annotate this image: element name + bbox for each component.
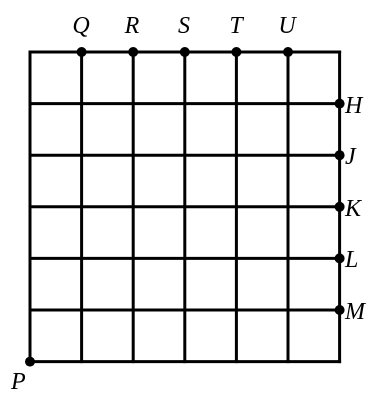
top-label-q: Q (72, 13, 89, 39)
point-k (334, 201, 345, 212)
right-label-h: H (344, 93, 364, 119)
right-label-j: J (345, 144, 357, 170)
top-label-s: S (178, 13, 190, 39)
point-h (334, 98, 345, 109)
point-q (76, 47, 87, 57)
point-m (334, 305, 345, 315)
top-label-u: U (278, 13, 297, 39)
corner-label-p: P (10, 369, 26, 395)
grid-lines (28, 50, 342, 364)
top-label-r: R (124, 13, 140, 39)
right-label-m: M (344, 299, 367, 325)
right-label-l: L (344, 247, 358, 273)
grid-points (25, 47, 345, 367)
top-label-t: T (229, 13, 244, 39)
point-u (283, 47, 293, 57)
point-p (25, 356, 35, 367)
point-r (128, 47, 139, 57)
point-j (334, 150, 345, 161)
point-l (334, 253, 345, 264)
grid-labels: Q R S T U H J K L M P (10, 13, 367, 395)
point-s (179, 47, 190, 57)
point-t (231, 47, 242, 57)
right-label-k: K (344, 196, 363, 222)
